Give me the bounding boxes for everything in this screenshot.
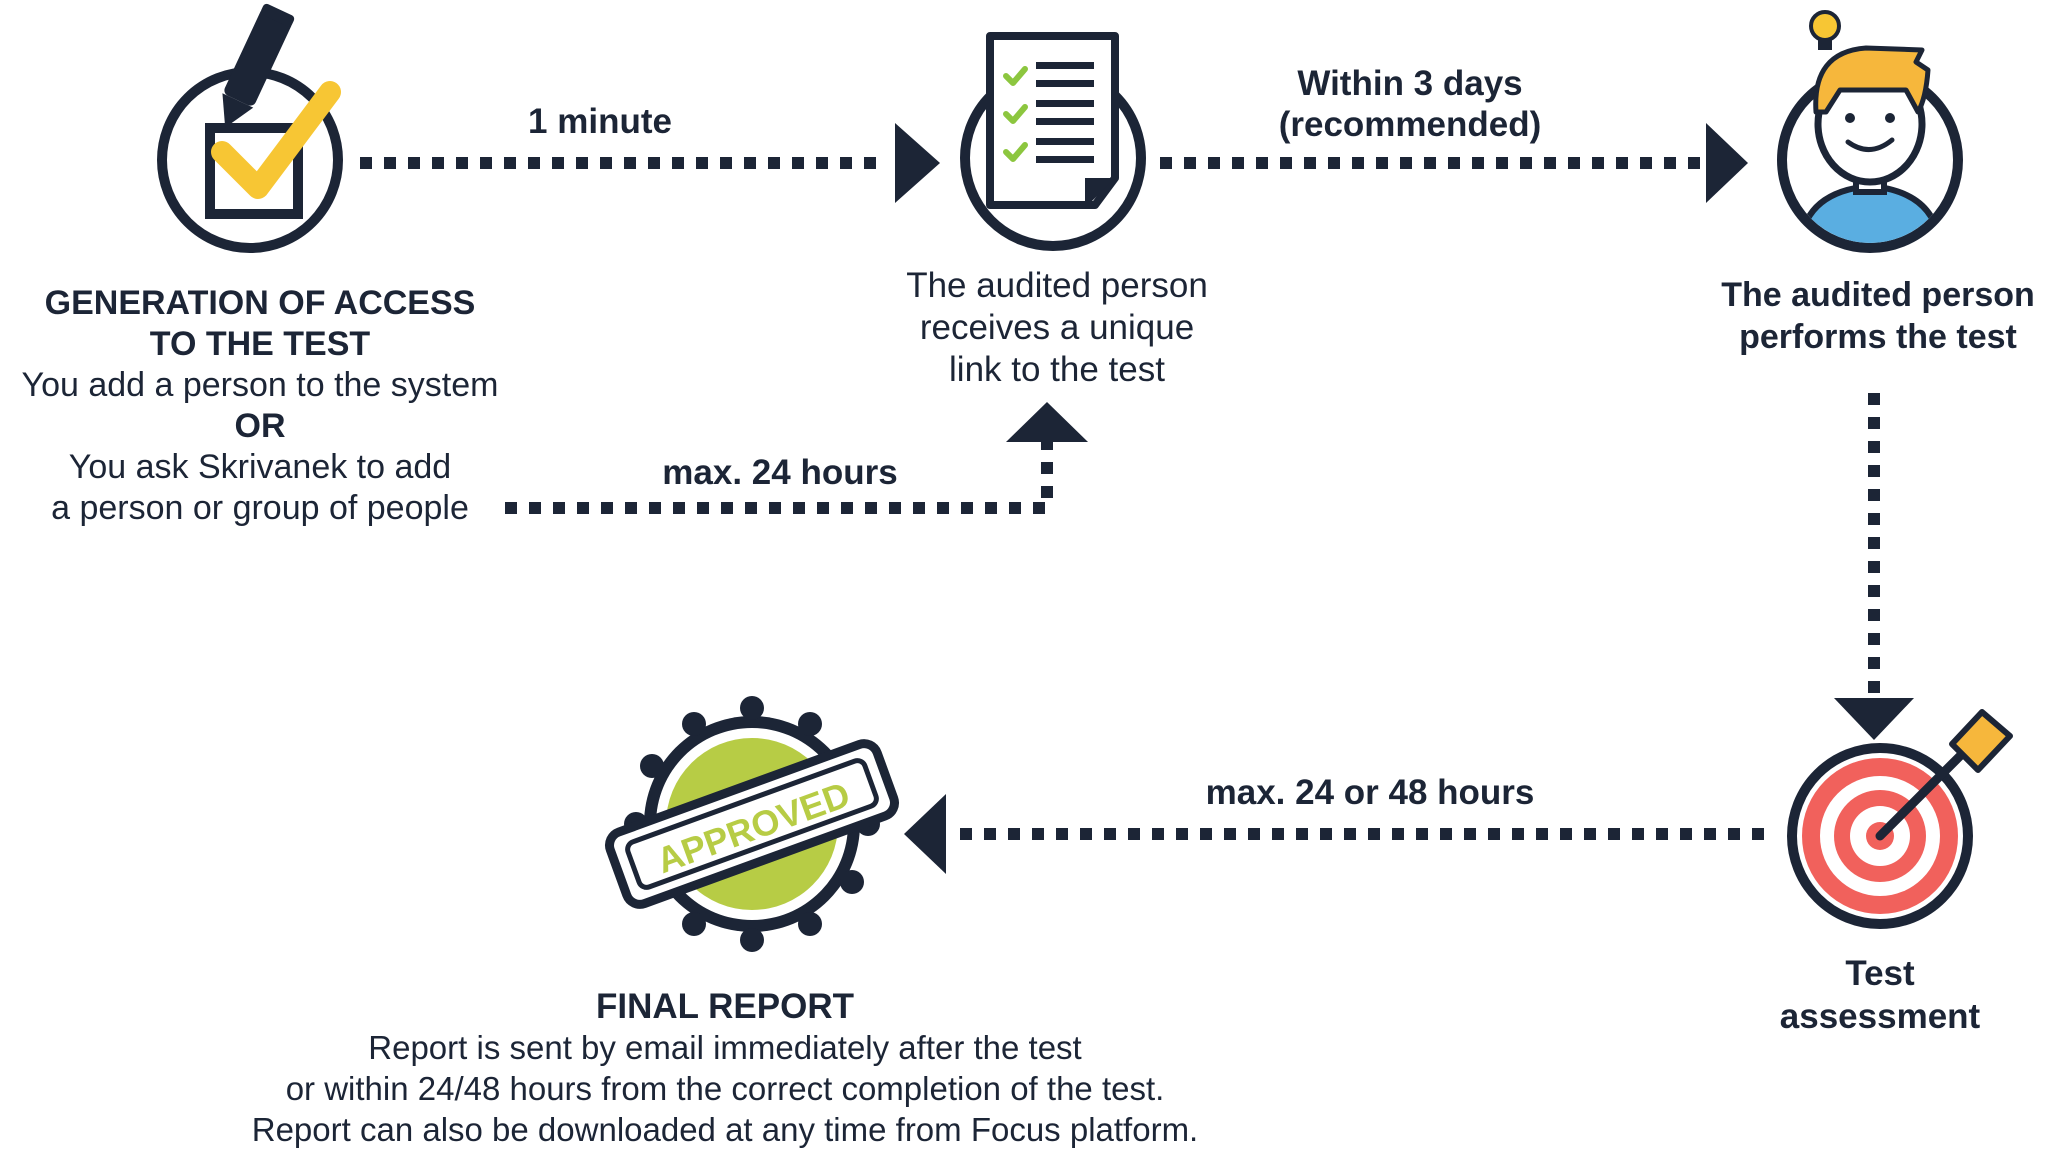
label-within-3-days: Within 3 days (recommended) — [1240, 63, 1580, 145]
step-link-text: The audited person receives a unique lin… — [857, 265, 1257, 391]
within-line2: (recommended) — [1278, 105, 1542, 144]
label-max-24-48-hours: max. 24 or 48 hours — [1205, 773, 1535, 812]
generation-or: OR — [234, 407, 286, 445]
step-performs-text: The audited person performs the test — [1688, 274, 2048, 358]
generation-title-2: TO THE TEST — [149, 325, 371, 363]
generation-title-1: GENERATION OF ACCESS — [44, 284, 476, 322]
report-line1: Report is sent by email immediately afte… — [368, 1029, 1082, 1066]
assessment-line1: Test — [1845, 954, 1915, 993]
label-max-24-hours: max. 24 hours — [662, 453, 898, 492]
generation-line1: You add a person to the system — [21, 366, 499, 404]
target-arrow-icon — [1787, 709, 2013, 929]
person-idea-icon — [1777, 10, 1963, 253]
arrow-right-2 — [1706, 123, 1748, 203]
generation-line2: You ask Skrivanek to add — [68, 448, 452, 486]
step-generation-text: GENERATION OF ACCESS TO THE TEST You add… — [0, 283, 530, 529]
assessment-line2: assessment — [1779, 997, 1981, 1036]
approved-stamp-icon: APPROVED — [605, 696, 899, 952]
arrow-left — [904, 794, 946, 874]
connector-24h — [505, 442, 1053, 514]
generation-line3: a person or group of people — [51, 489, 469, 527]
performs-line2: performs the test — [1739, 318, 2017, 356]
arrow-down — [1834, 698, 1914, 740]
step-report-text: FINAL REPORT Report is sent by email imm… — [170, 986, 1280, 1150]
within-line1: Within 3 days — [1297, 64, 1523, 103]
step-assessment-text: Test assessment — [1730, 952, 2030, 1038]
link-line2: receives a unique — [919, 308, 1195, 347]
arrow-up — [1006, 402, 1088, 442]
checkbox-pencil-icon — [157, 3, 343, 253]
arrow-right-1 — [895, 123, 940, 203]
document-checklist-icon — [960, 32, 1146, 251]
label-one-minute: 1 minute — [528, 102, 672, 141]
report-line2: or within 24/48 hours from the correct c… — [285, 1070, 1165, 1107]
performs-line1: The audited person — [1721, 276, 2035, 314]
report-title: FINAL REPORT — [596, 987, 854, 1026]
link-line1: The audited person — [906, 266, 1208, 305]
link-line3: link to the test — [949, 350, 1165, 389]
report-line3: Report can also be downloaded at any tim… — [251, 1111, 1199, 1148]
